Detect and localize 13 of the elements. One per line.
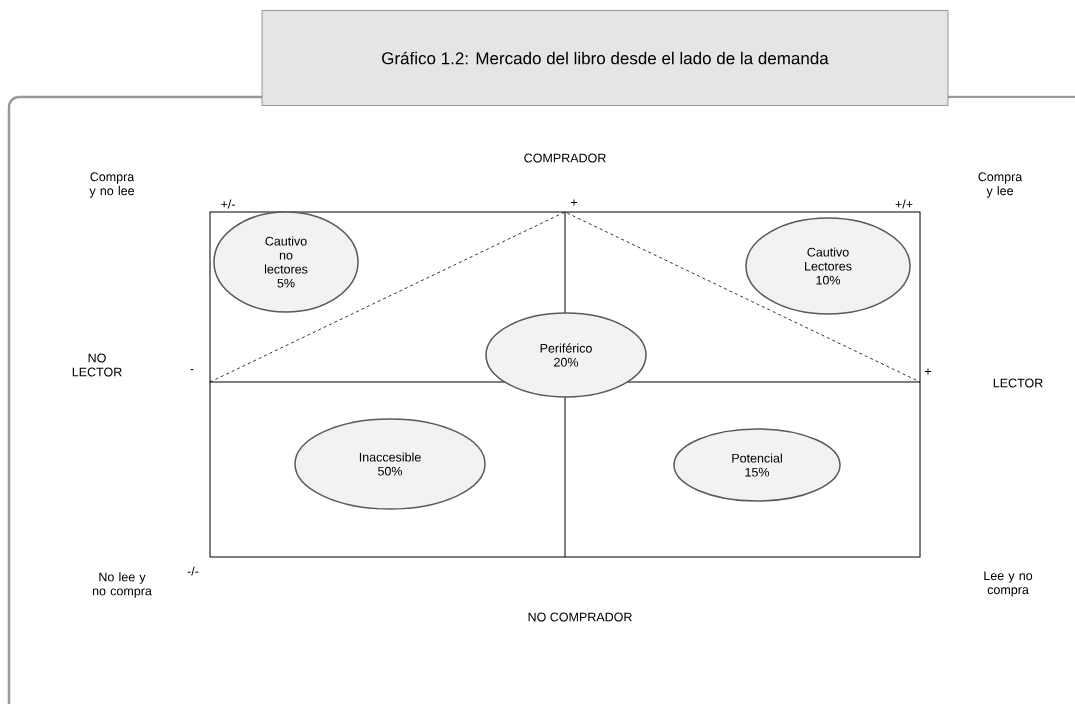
corner-label: Compra y lee <box>978 172 1023 198</box>
title-box: Gráfico 1.2: Mercado del libro desde el lado de la demanda <box>261 10 949 106</box>
corner-label: Compra y no lee <box>89 172 135 198</box>
sign-label: - <box>190 369 194 371</box>
corner-label: No lee y no compra <box>92 572 152 598</box>
axis-label: NO LECTOR <box>72 353 122 377</box>
axis-label: NO COMPRADOR <box>528 612 632 622</box>
corner-label: Lee y no compra <box>984 571 1033 597</box>
axis-label: COMPRADOR <box>524 153 606 163</box>
axis-label: LECTOR <box>993 378 1043 388</box>
sign-label: + <box>925 368 932 375</box>
sign-label: + <box>570 199 578 206</box>
sign-label: -/- <box>187 566 199 576</box>
